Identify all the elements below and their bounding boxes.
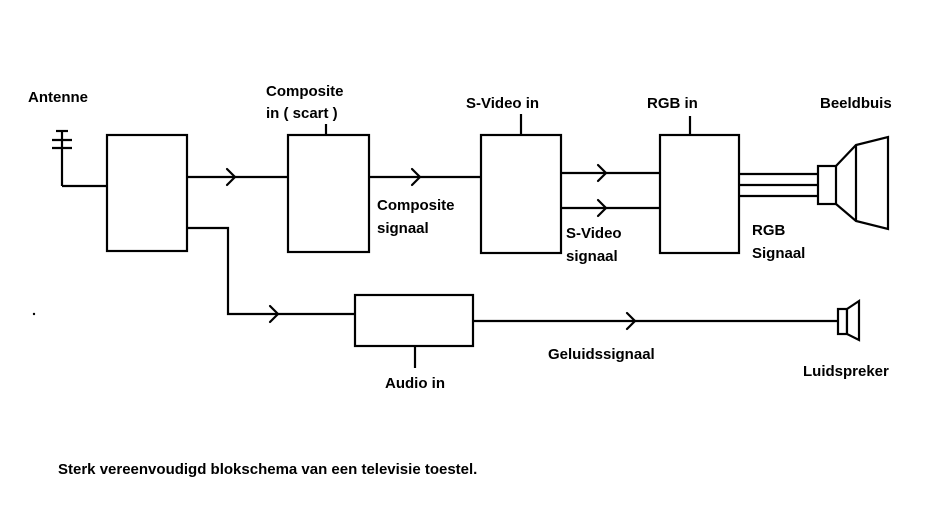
antenne-label: Antenne bbox=[28, 89, 88, 106]
antenna-icon bbox=[52, 129, 107, 188]
composite-in-label: Composite bbox=[266, 83, 344, 100]
audio-in-label: Audio in bbox=[385, 375, 445, 392]
arrow-icon bbox=[625, 311, 637, 331]
geluidssignaal-label: Geluidssignaal bbox=[548, 346, 655, 363]
composite-signal-wire bbox=[369, 167, 481, 187]
audio-wire bbox=[187, 226, 355, 324]
caption: Sterk vereenvoudigd blokschema van een t… bbox=[58, 461, 478, 478]
arrow-icon bbox=[596, 163, 608, 183]
svideo-block bbox=[479, 133, 563, 255]
arrow-icon bbox=[268, 304, 280, 324]
rgb-signal-wires bbox=[739, 172, 818, 198]
rgb-signaal-label-2: Signaal bbox=[752, 245, 806, 262]
beeldbuis-label: Beeldbuis bbox=[820, 95, 892, 112]
composite-signaal-label-2: signaal bbox=[377, 220, 429, 237]
rgb-signaal-label: RGB bbox=[752, 222, 786, 239]
svideo-in-label: S-Video in bbox=[466, 95, 540, 112]
composite-block bbox=[286, 133, 371, 254]
arrow-icon bbox=[410, 167, 422, 187]
stray-dot bbox=[32, 312, 36, 316]
picture-tube-icon bbox=[816, 135, 890, 231]
arrow-icon bbox=[225, 167, 237, 187]
composite-wire bbox=[187, 167, 288, 187]
composite-signaal-label: Composite bbox=[377, 197, 455, 214]
speaker-icon bbox=[836, 298, 861, 342]
svideo-signaal-label-2: signaal bbox=[566, 248, 618, 265]
tuner-block bbox=[105, 133, 189, 253]
luidspreker-label: Luidspreker bbox=[803, 363, 889, 380]
arrow-icon bbox=[596, 198, 608, 218]
audio-block bbox=[353, 293, 475, 348]
rgb-block bbox=[658, 133, 741, 255]
rgb-in-label: RGB in bbox=[647, 95, 698, 112]
svideo-signaal-label: S-Video bbox=[566, 225, 622, 242]
svideo-signal-wires bbox=[561, 163, 660, 218]
sound-signal-wire bbox=[473, 311, 838, 331]
composite-in-scart-label: in ( scart ) bbox=[266, 105, 338, 122]
